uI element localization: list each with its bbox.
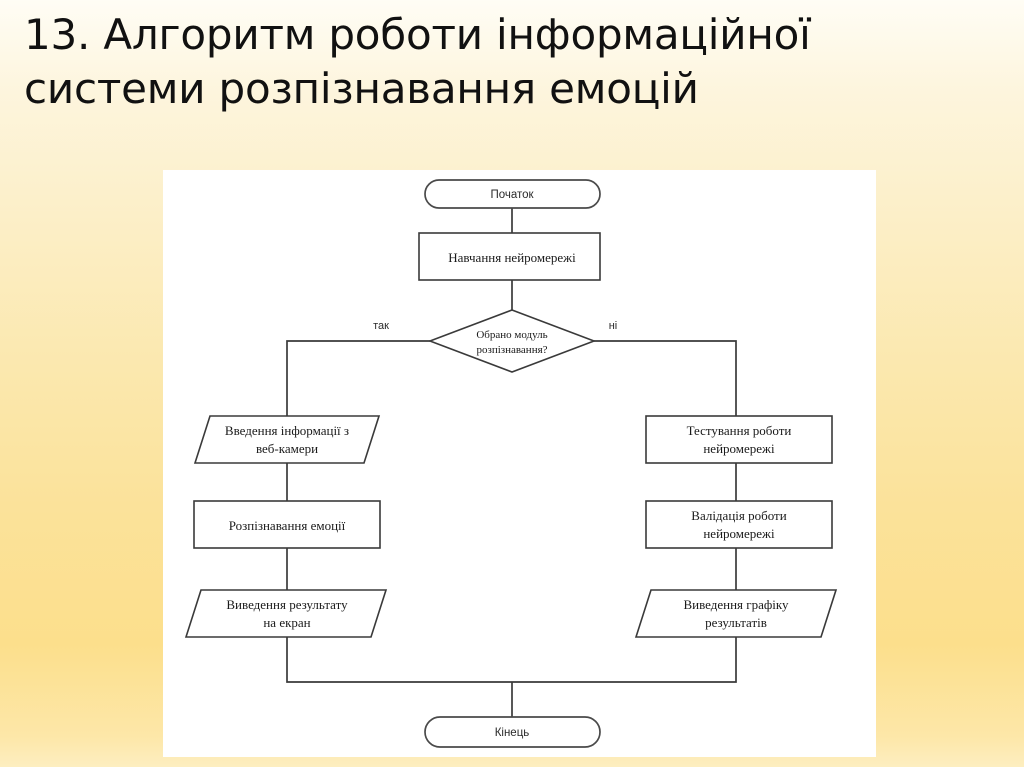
title-line-2: системи розпізнавання емоцій [24, 64, 699, 113]
recognize-shape [193, 500, 381, 549]
connector-left-to-end [286, 637, 512, 683]
decision-label-line-2: розпізнавання? [476, 344, 547, 356]
webcam-input-shape [193, 415, 381, 464]
edge-label-yes: так [373, 320, 389, 332]
train-label: Навчання нейромережі [448, 250, 576, 265]
graph-output-label-line-2: результатів [705, 615, 767, 630]
edge-label-no: ні [609, 320, 618, 332]
testing-label-line-1: Тестування роботи [687, 423, 792, 438]
end-label: Кінець [495, 727, 530, 739]
graph-output-label-line-1: Виведення графіку [683, 597, 789, 612]
webcam-input-label-line-1: Введення інформації з [225, 423, 349, 438]
node-train: Навчання нейромережі [418, 232, 601, 281]
node-screen-output: Виведення результату на екран [184, 589, 388, 638]
diagram-panel: Початок Навчання нейромережі Обрано моду… [163, 170, 876, 757]
connector-right-to-end [512, 637, 737, 683]
title-line-1: 13. Алгоритм роботи інформаційної [24, 10, 811, 59]
train-shape [418, 232, 601, 281]
node-start: Початок [424, 179, 601, 209]
start-label: Початок [490, 189, 534, 201]
decision-shape [427, 309, 597, 373]
validation-label-line-2: нейромережі [703, 526, 775, 541]
node-end: Кінець [424, 716, 601, 748]
connectors [286, 208, 737, 717]
node-recognize: Розпізнавання емоції [193, 500, 381, 549]
graph-output-shape [634, 589, 838, 638]
recognize-label: Розпізнавання емоції [229, 518, 346, 533]
node-decision: Обрано модуль розпізнавання? так ні [373, 309, 618, 373]
node-webcam-input: Введення інформації з веб-камери [193, 415, 381, 464]
node-testing: Тестування роботи нейромережі [645, 415, 833, 464]
testing-label-line-2: нейромережі [703, 441, 775, 456]
validation-label-line-1: Валідація роботи [691, 508, 786, 523]
node-graph-output: Виведення графіку результатів [634, 589, 838, 638]
screen-output-label-line-1: Виведення результату [226, 597, 348, 612]
validation-shape [645, 500, 833, 549]
node-validation: Валідація роботи нейромережі [645, 500, 833, 549]
testing-shape [645, 415, 833, 464]
flowchart-diagram: Початок Навчання нейромережі Обрано моду… [184, 179, 838, 748]
screen-output-label-line-2: на екран [263, 615, 310, 630]
connector-decision-no [594, 340, 737, 416]
connector-decision-yes [286, 340, 430, 416]
start-shape [424, 179, 601, 209]
end-shape [424, 716, 601, 748]
decision-label-line-1: Обрано модуль [476, 329, 547, 341]
webcam-input-label-line-2: веб-камери [256, 441, 318, 456]
screen-output-shape [184, 589, 388, 638]
page-title: 13. Алгоритм роботи інформаційної систем… [24, 8, 1000, 116]
